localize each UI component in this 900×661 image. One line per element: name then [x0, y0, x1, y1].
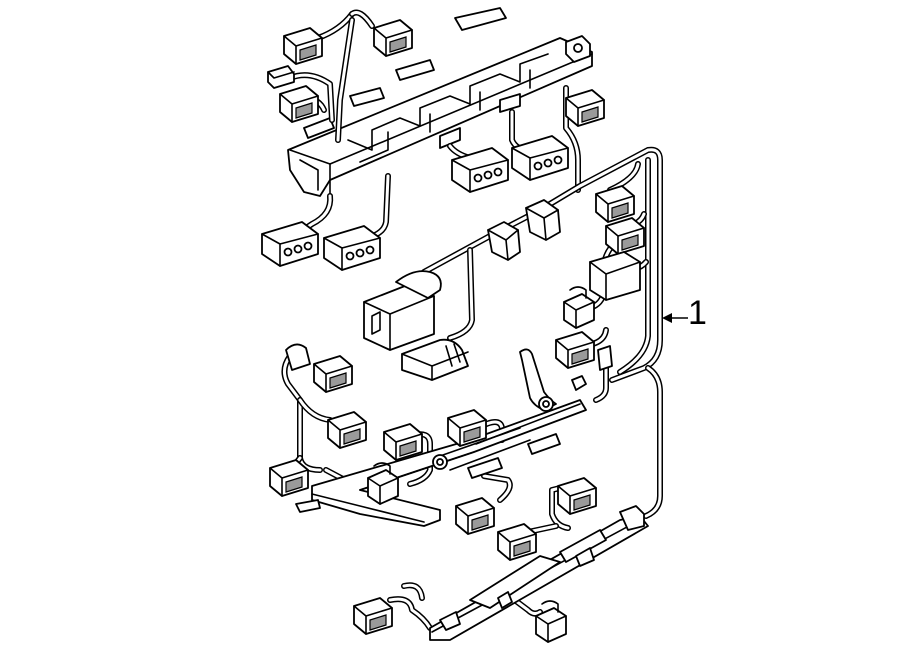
connector-right-2 — [605, 217, 645, 255]
wire-grommet-1 — [487, 221, 521, 261]
callout-label-1: 1 — [688, 294, 707, 332]
connector-bottom-right — [535, 600, 567, 643]
callout-leader — [662, 313, 688, 323]
harness-wires — [281, 9, 663, 631]
wire-grommet-2 — [525, 199, 561, 241]
connector-3pin-right — [511, 135, 569, 181]
connector-mid-2 — [447, 409, 487, 447]
connector-right-4 — [563, 286, 595, 329]
connector-top-2 — [373, 19, 413, 57]
boot-connector — [401, 338, 469, 381]
connector-carrier-rail — [287, 7, 593, 197]
connector-left-1 — [285, 343, 311, 371]
sensor-plug-small — [267, 65, 295, 89]
connector-right-3 — [589, 251, 641, 301]
wire-clip-right — [597, 345, 613, 371]
connector-mid-1 — [383, 423, 423, 461]
connector-top-1 — [283, 27, 323, 65]
lower-carrier-bracket — [295, 348, 587, 527]
connector-lower-right-1 — [557, 477, 597, 515]
connector-mid-4 — [455, 497, 495, 535]
connector-right-1 — [595, 185, 635, 223]
relay-module — [363, 270, 442, 351]
connector-left-3 — [327, 411, 367, 449]
connector-3pin-left — [261, 221, 319, 267]
connector-bottom-left — [353, 597, 393, 635]
connector-left-2 — [313, 355, 353, 393]
connector-lower-right-2 — [497, 523, 537, 561]
bottom-connector-rail — [429, 505, 649, 641]
connector-left-4 — [269, 459, 309, 497]
connector-3pin-mid — [323, 225, 381, 271]
connector-right-5 — [555, 331, 595, 369]
connector-right-top — [565, 89, 605, 127]
connector-top-3 — [279, 85, 319, 123]
